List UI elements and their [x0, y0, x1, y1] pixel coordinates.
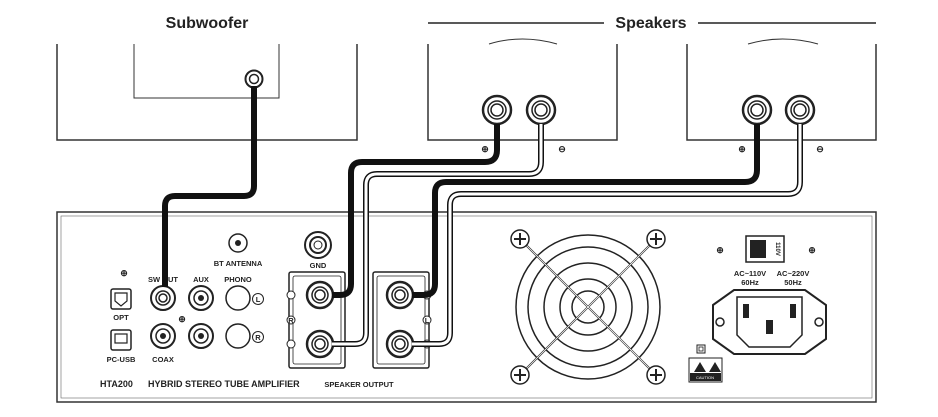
switch-setting-label: 110V: [774, 242, 780, 256]
fan-screw-bottom-left: [510, 365, 530, 385]
phono-label: PHONO: [224, 275, 252, 284]
hz-60-label: 60Hz: [741, 278, 759, 287]
voltage-220-label: AC~220V: [777, 269, 810, 278]
screw-icon: ⊕: [178, 314, 186, 324]
phono-l-label: L: [256, 295, 261, 304]
left-speaker-plus-label: ⊕: [481, 144, 489, 154]
pc-usb-label: PC-USB: [107, 355, 136, 364]
speakers-header: Speakers: [615, 15, 686, 32]
subwoofer-cable: [162, 86, 257, 287]
speaker-output-label: SPEAKER OUTPUT: [324, 380, 394, 389]
gnd-label: GND: [310, 261, 327, 270]
pc-usb-port: [110, 329, 132, 351]
left-speaker-positive-cable: [332, 124, 500, 298]
out-r-label: R: [288, 316, 294, 325]
fan-screw-top-left: [510, 229, 530, 249]
phono-jack-right: [225, 323, 251, 349]
amp-name-label: HYBRID STEREO TUBE AMPLIFIER: [148, 379, 300, 389]
subwoofer-header: Subwoofer: [166, 15, 249, 32]
screw-icon: ⊕: [716, 245, 724, 255]
screw-icon: ⊕: [808, 245, 816, 255]
opt-label: OPT: [113, 313, 129, 322]
double-insulation-icon: [696, 344, 706, 354]
subwoofer-cabinet: [56, 44, 358, 141]
bt-antenna-label: BT ANTENNA: [214, 259, 263, 268]
right-speaker: ⊕ ⊖: [686, 38, 877, 154]
right-speaker-plus-label: ⊕: [738, 144, 746, 154]
phono-jack-left: [225, 285, 251, 311]
left-speaker-minus-label: ⊖: [558, 144, 566, 154]
left-speaker-negative-cable: [332, 124, 543, 346]
right-speaker-negative-cable: [412, 124, 802, 346]
optical-input-port: [110, 288, 132, 310]
right-speaker-minus-label: ⊖: [816, 144, 824, 154]
left-speaker: ⊕ ⊖: [427, 38, 618, 154]
coax-label: COAX: [152, 355, 174, 364]
aux-label: AUX: [193, 275, 209, 284]
fan-screw-bottom-right: [646, 365, 666, 385]
model-label: HTA200: [100, 379, 133, 389]
screw-icon: ⊕: [120, 268, 128, 278]
caution-text: CAUTION: [696, 375, 714, 380]
voltage-110-label: AC~110V: [734, 269, 766, 278]
cooling-fan: [515, 234, 661, 380]
phono-r-label: R: [255, 333, 261, 342]
hz-50-label: 50Hz: [784, 278, 802, 287]
ac-power-inlet: [712, 289, 827, 355]
right-speaker-positive-cable: [412, 124, 760, 298]
out-l-label: L: [425, 316, 430, 325]
caution-label: CAUTION: [688, 357, 723, 383]
fan-screw-top-right: [646, 229, 666, 249]
